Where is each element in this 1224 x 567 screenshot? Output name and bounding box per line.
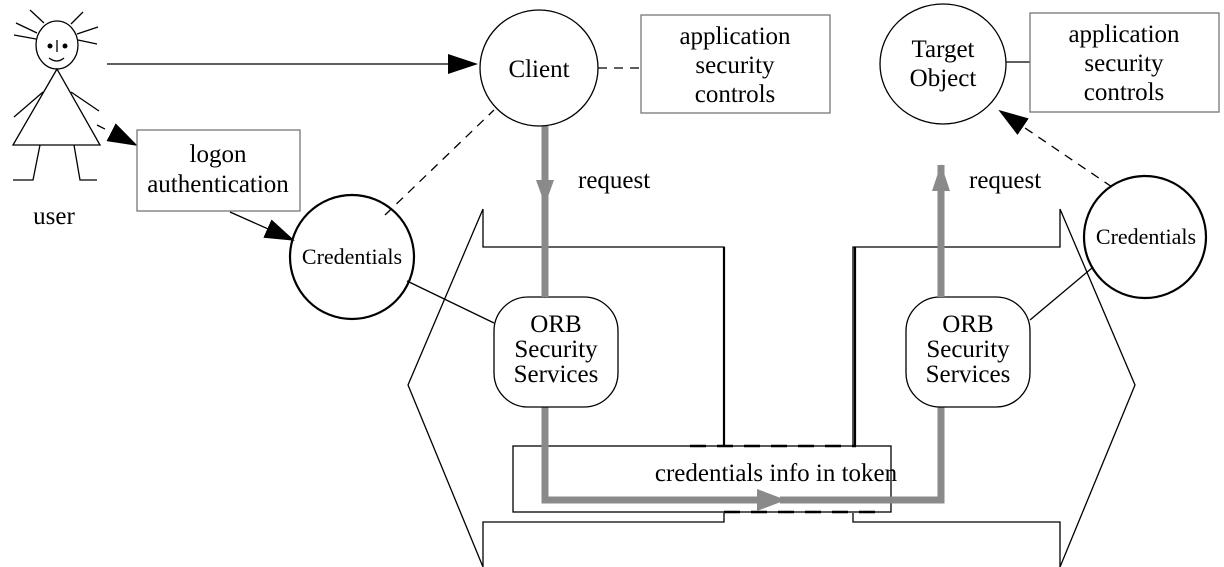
app-sec-left-line1: application [679, 23, 791, 50]
target-object-node [879, 3, 1007, 125]
credentials-to-orb-left-link [406, 280, 495, 324]
user-figure [11, 9, 102, 181]
credentials-right [1082, 174, 1208, 300]
app-security-controls-left [640, 14, 831, 114]
request-arrow-down [536, 180, 554, 205]
orb-left-line1: ORB [530, 311, 581, 338]
credentials-to-client-link [384, 109, 495, 216]
credentials-to-target-arrow [998, 109, 1113, 188]
logon-authentication-box [136, 129, 301, 212]
request-arrow-token [757, 489, 786, 511]
credentials-to-orb-right-link [1029, 267, 1093, 321]
target-label-line1: Target [911, 36, 974, 63]
request-label-right: request [969, 167, 1041, 194]
request-arrow-up [932, 164, 950, 191]
logon-label-line2: authentication [147, 171, 289, 198]
app-sec-right-line1: application [1068, 21, 1180, 48]
app-sec-right-line2: security [1084, 50, 1164, 77]
orb-right-line1: ORB [942, 311, 993, 338]
credentials-right-label: Credentials [1096, 224, 1196, 249]
app-sec-right-line3: controls [1084, 79, 1165, 106]
token-label: credentials info in token [655, 460, 898, 487]
orb-left-line2: Security [514, 336, 598, 363]
app-security-controls-right [1029, 12, 1220, 113]
credentials-left [288, 193, 416, 321]
credentials-left-label: Credentials [302, 244, 402, 269]
client-label: Client [508, 56, 569, 83]
app-sec-left-line3: controls [695, 81, 776, 108]
orb-right-line3: Services [926, 361, 1011, 388]
app-sec-left-line2: security [695, 52, 775, 79]
target-label-line2: Object [910, 65, 977, 92]
logon-to-credentials-arrow [229, 211, 295, 241]
orb-left-line3: Services [514, 361, 599, 388]
orb-security-services-right [905, 296, 1031, 408]
user-label: user [33, 203, 75, 230]
request-flow-path [541, 126, 945, 504]
logon-label-line1: logon [190, 141, 247, 168]
orb-bracket-right [852, 208, 1136, 567]
request-label-left: request [578, 167, 650, 194]
orb-security-services-left [493, 296, 619, 408]
user-to-logon-arrow [96, 123, 138, 146]
orb-right-line2: Security [926, 336, 1010, 363]
